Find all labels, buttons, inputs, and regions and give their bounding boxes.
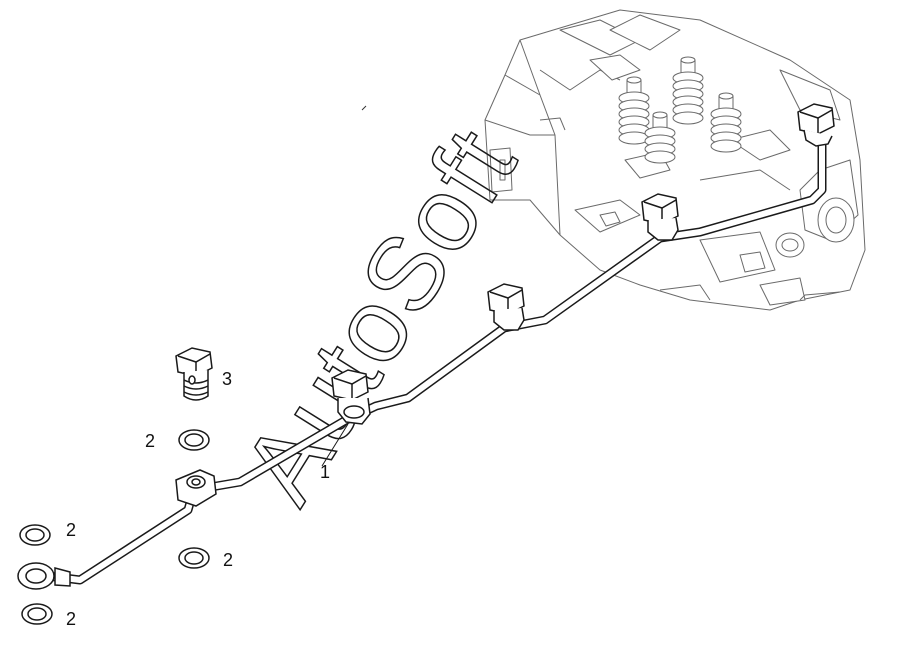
- callout-washer-middle: 2: [223, 550, 233, 570]
- injector-nut-1: [331, 369, 371, 425]
- callout-washer-top-left: 2: [66, 520, 76, 540]
- callout-pipe: 1: [320, 462, 330, 482]
- sealing-washer-bottom-left: [21, 603, 53, 625]
- pipe-banjo-end: [17, 562, 71, 590]
- callout-washer-bottom-left: 2: [66, 609, 76, 629]
- banjo-bolt: [175, 347, 213, 401]
- sealing-washer-middle: [178, 547, 210, 569]
- callout-banjo-bolt: 3: [222, 369, 232, 389]
- sealing-washer-upper: [178, 429, 210, 451]
- pipe-banjo-fitting: [175, 469, 217, 507]
- cylinder-head: [484, 9, 866, 311]
- sealing-washer-top-left: [19, 524, 51, 546]
- valve-springs: [618, 56, 742, 164]
- injector-nut-4: [797, 103, 835, 147]
- injector-nut-3: [641, 193, 679, 241]
- injector-nut-2: [487, 283, 525, 331]
- pipe-leader-line: [321, 423, 349, 467]
- stray-mark: [361, 105, 367, 111]
- callout-washer-upper: 2: [145, 431, 155, 451]
